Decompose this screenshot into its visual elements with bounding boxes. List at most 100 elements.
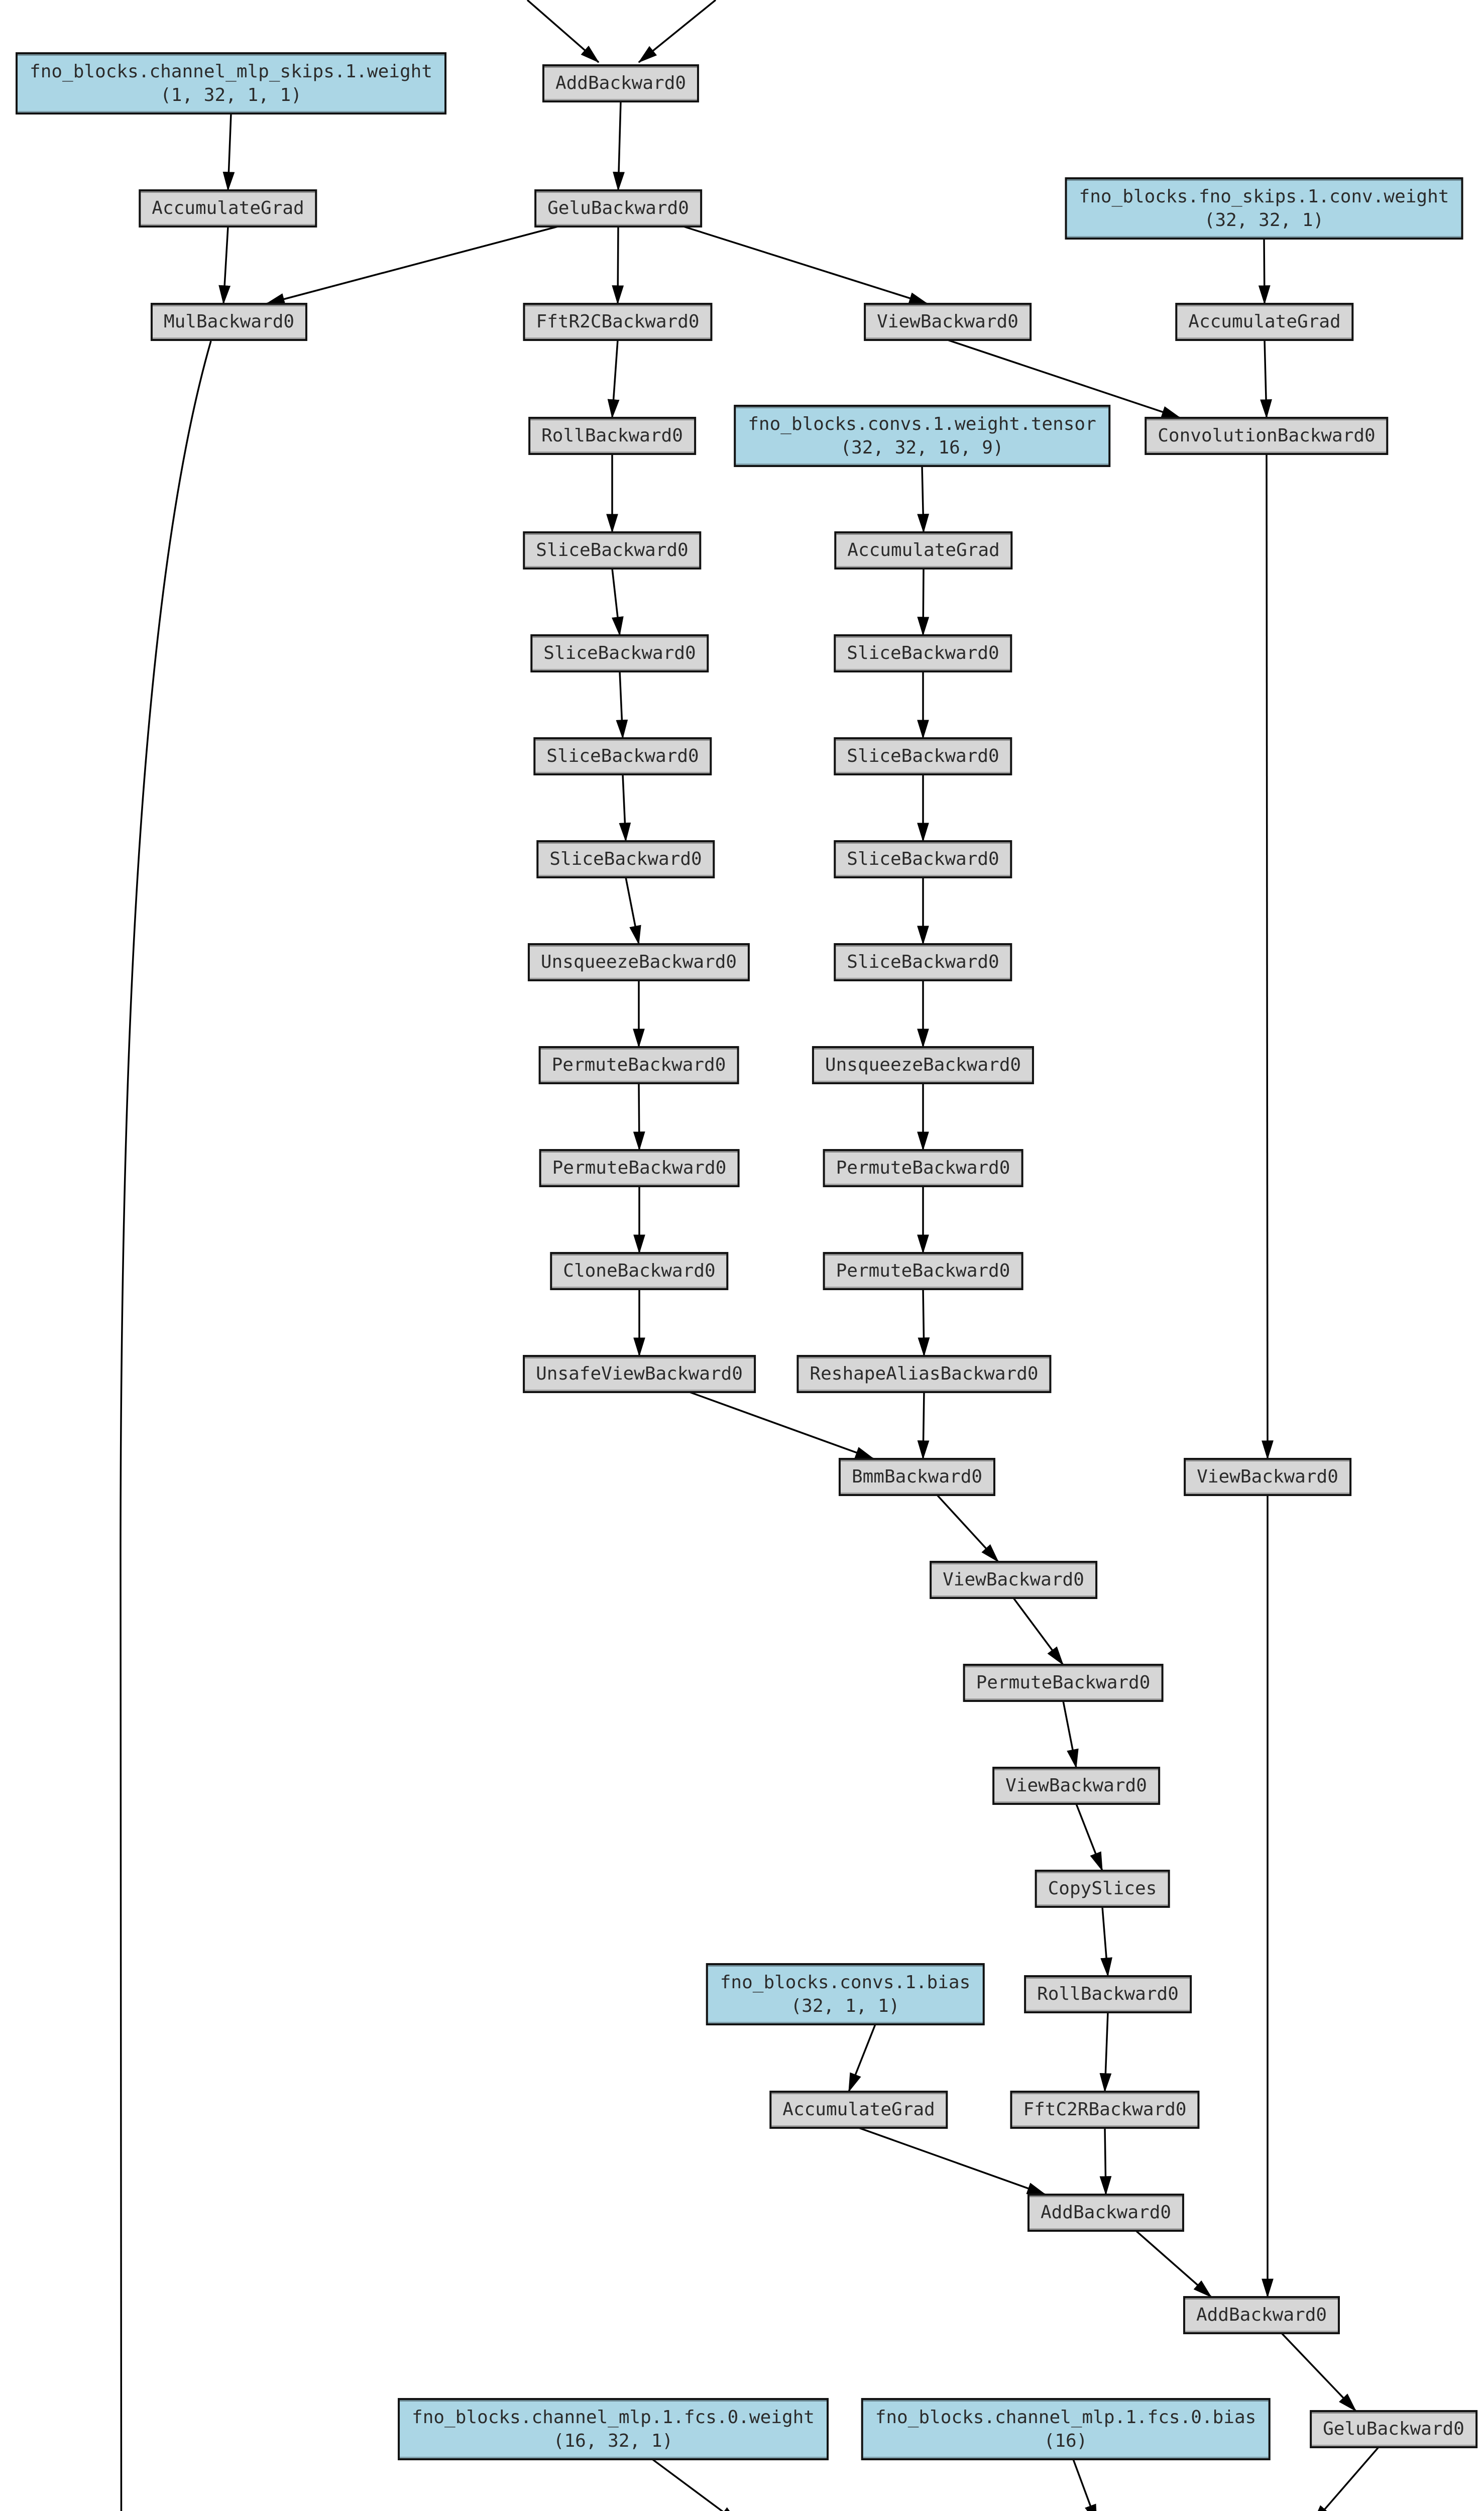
graph-node-add2: AddBackward0 <box>1183 2296 1340 2334</box>
graph-node-accgrad1: AccumulateGrad <box>139 189 317 227</box>
node-shape: (32, 1, 1) <box>790 1996 900 2016</box>
edge-view_c-to-copyslices <box>1075 1803 1103 1872</box>
graph-node-view_c: ViewBackward0 <box>992 1767 1160 1805</box>
node-label: AccumulateGrad <box>782 2099 935 2120</box>
graph-node-accgrad2: AccumulateGrad <box>1175 303 1354 341</box>
graph-node-p_fno_skips_1_conv_weight: fno_blocks.fno_skips.1.conv.weight(32, 3… <box>1065 177 1463 240</box>
edge-p_convs_1_weight_tensor-to-accgrad3 <box>917 466 930 533</box>
edge-accgrad1-to-mul <box>218 226 231 305</box>
node-shape: (16, 32, 1) <box>553 2431 673 2451</box>
edge-reshape-to-bmm <box>917 1392 930 1460</box>
node-label: MulBackward0 <box>163 311 295 332</box>
graph-node-sliceL1: SliceBackward0 <box>523 531 702 569</box>
graph-node-mul: MulBackward0 <box>150 303 308 341</box>
node-label: GeluBackward0 <box>1323 2419 1464 2439</box>
edge-view_a-to-conv_a <box>947 339 1181 419</box>
edge-bmm-to-view_b <box>936 1494 999 1563</box>
node-label: fno_blocks.channel_mlp_skips.1.weight <box>30 61 432 82</box>
node-label: PermuteBackward0 <box>552 1158 727 1178</box>
node-label: PermuteBackward0 <box>836 1261 1010 1281</box>
node-shape: (32, 32, 1) <box>1204 210 1324 231</box>
graph-node-sliceR4: SliceBackward0 <box>834 943 1012 981</box>
node-label: ConvolutionBackward0 <box>1158 425 1376 446</box>
node-label: UnsqueezeBackward0 <box>540 952 737 972</box>
graph-node-unsqL: UnsqueezeBackward0 <box>527 943 750 981</box>
edge-gelu_top-to-view_a <box>683 225 929 305</box>
node-label: AccumulateGrad <box>847 540 1000 560</box>
edge-p_channel_mlp_1_fcs_0_bias-to-accgrad6 <box>1072 2459 1097 2511</box>
graph-node-conv_a: ConvolutionBackward0 <box>1145 417 1389 455</box>
node-label: PermuteBackward0 <box>836 1158 1010 1178</box>
graph-node-permL1: PermuteBackward0 <box>538 1046 739 1084</box>
node-label: ReshapeAliasBackward0 <box>810 1363 1039 1384</box>
node-label: fno_blocks.channel_mlp.1.fcs.0.bias <box>875 2407 1257 2428</box>
graph-node-bmm: BmmBackward0 <box>838 1458 996 1496</box>
node-label: ViewBackward0 <box>877 311 1018 332</box>
node-label: fno_blocks.channel_mlp.1.fcs.0.weight <box>412 2407 815 2428</box>
node-label: RollBackward0 <box>541 425 683 446</box>
edge-addmid-to-add2 <box>1135 2230 1212 2298</box>
edge-sliceL2-to-sliceL3 <box>616 671 628 739</box>
graph-node-roll2: RollBackward0 <box>1024 1975 1192 2013</box>
node-label: ViewBackward0 <box>943 1569 1084 1590</box>
node-label: UnsafeViewBackward0 <box>536 1363 743 1384</box>
edge-fftr2c-to-roll1 <box>607 339 620 419</box>
edge-accgrad4-to-addmid <box>858 2127 1047 2196</box>
node-label: SliceBackward0 <box>536 540 689 560</box>
edge-offscreen <box>526 0 600 63</box>
graph-node-permL2: PermuteBackward0 <box>539 1149 740 1187</box>
node-label: ViewBackward0 <box>1197 1466 1338 1487</box>
node-label: UnsqueezeBackward0 <box>825 1055 1021 1075</box>
node-label: PermuteBackward0 <box>551 1055 726 1075</box>
edge-add2-to-gelu2 <box>1281 2332 1357 2412</box>
edge-accgrad3-to-sliceR1 <box>917 568 930 636</box>
graph-node-p_convs_1_weight_tensor: fno_blocks.convs.1.weight.tensor(32, 32,… <box>734 405 1110 467</box>
graph-node-p_channel_mlp_1_fcs_0_bias: fno_blocks.channel_mlp.1.fcs.0.bias(16) <box>861 2398 1271 2460</box>
graph-node-reshape: ReshapeAliasBackward0 <box>796 1355 1052 1393</box>
graph-node-sliceL2: SliceBackward0 <box>530 634 709 672</box>
node-label: SliceBackward0 <box>847 952 999 972</box>
edge-gelu_top-to-mul <box>265 225 558 305</box>
graph-node-accgrad4: AccumulateGrad <box>769 2091 948 2129</box>
edges-group <box>120 0 1380 2511</box>
graph-node-unsqR: UnsqueezeBackward0 <box>812 1046 1035 1084</box>
graph-node-sliceL3: SliceBackward0 <box>533 737 712 775</box>
graph-node-perm_m: PermuteBackward0 <box>963 1664 1164 1702</box>
graph-node-p_channel_mlp_1_fcs_0_weight: fno_blocks.channel_mlp.1.fcs.0.weight (16… <box>398 2398 829 2460</box>
node-label: AccumulateGrad <box>1188 311 1341 332</box>
node-label: PermuteBackward0 <box>976 1672 1151 1693</box>
node-label: SliceBackward0 <box>847 849 999 869</box>
node-label: SliceBackward0 <box>543 643 696 663</box>
graph-node-sliceR2: SliceBackward0 <box>834 737 1012 775</box>
graph-node-accgrad3: AccumulateGrad <box>834 531 1013 569</box>
edge-unsafeview-to-bmm <box>689 1391 875 1460</box>
edge-sliceL4-to-unsqL <box>625 877 641 945</box>
node-label: SliceBackward0 <box>847 643 999 663</box>
edge-p_channel_mlp_1_fcs_0_weight-to-accgrad5 <box>651 2458 739 2511</box>
node-label: AddBackward0 <box>555 73 687 93</box>
graph-node-addmid: AddBackward0 <box>1027 2194 1185 2232</box>
node-label: FftC2RBackward0 <box>1023 2099 1187 2120</box>
node-shape: (32, 32, 16, 9) <box>840 437 1004 458</box>
node-label: AddBackward0 <box>1040 2202 1172 2223</box>
edge-offscreen <box>638 0 717 63</box>
node-label: AddBackward0 <box>1196 2305 1327 2325</box>
node-label: BmmBackward0 <box>851 1466 983 1487</box>
graph-node-view_a: ViewBackward0 <box>864 303 1032 341</box>
graph-node-p_channel_mlp_skips_1_weight: fno_blocks.channel_mlp_skips.1.weight(1,… <box>16 52 446 115</box>
edge-fftc2r-to-addmid <box>1099 2127 1112 2196</box>
edge-roll2-to-fftc2r <box>1099 2012 1112 2093</box>
edge-copyslices-to-roll2 <box>1100 1906 1112 1977</box>
graph-node-permR1: PermuteBackward0 <box>823 1149 1023 1187</box>
edge-accgrad2-to-conv_a <box>1260 339 1272 419</box>
graph-node-unsafeview: UnsafeViewBackward0 <box>523 1355 756 1393</box>
node-label: RollBackward0 <box>1037 1984 1179 2004</box>
graph-node-gelu_top: GeluBackward0 <box>534 189 702 227</box>
graph-node-sliceR1: SliceBackward0 <box>834 634 1012 672</box>
edge-offscreen <box>120 340 212 2511</box>
graph-node-p_convs_1_bias: fno_blocks.convs.1.bias(32, 1, 1) <box>706 1963 985 2025</box>
edge-gelu2-to-view_e <box>1312 2446 1380 2511</box>
graph-node-copyslices: CopySlices <box>1035 1870 1170 1908</box>
edge-view_b-to-perm_m <box>1012 1597 1064 1666</box>
